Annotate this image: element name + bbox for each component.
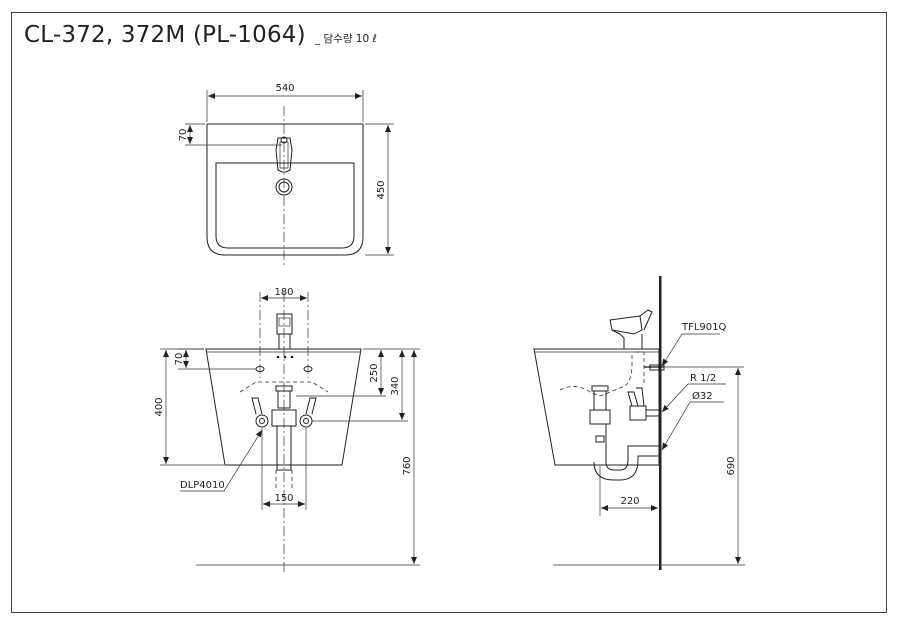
front-view: 180 70 400 250 340 760 1 bbox=[154, 287, 420, 572]
drawing-frame bbox=[11, 12, 887, 613]
dim-540-label: 540 bbox=[275, 83, 294, 94]
dim-220-label: 220 bbox=[620, 496, 639, 507]
model-title: CL-372, 372M (PL-1064) bbox=[24, 22, 306, 48]
drain-leader-line bbox=[180, 429, 263, 492]
dim-450-label: 450 bbox=[376, 180, 387, 199]
dim-70-top-label: 70 bbox=[178, 129, 189, 142]
top-view: 540 450 70 bbox=[178, 83, 394, 265]
side-view: TFL901Q R 1/2 Ø32 220 690 bbox=[533, 276, 745, 570]
basin-outline bbox=[206, 123, 364, 256]
thread-leader-line bbox=[661, 383, 726, 413]
dim-400-label: 400 bbox=[154, 397, 165, 416]
drain-trap-front bbox=[251, 385, 317, 490]
dim-150-label: 150 bbox=[274, 493, 293, 504]
valve-leader-line bbox=[661, 333, 720, 367]
thread-label: R 1/2 bbox=[690, 373, 716, 384]
capacity-note: _ 담수량 10 ℓ bbox=[314, 33, 377, 45]
dim-180-label: 180 bbox=[274, 287, 293, 298]
valve-label: TFL901Q bbox=[681, 322, 727, 333]
front-basin-outline bbox=[205, 348, 362, 466]
pipe-label: Ø32 bbox=[692, 390, 713, 402]
angle-valve-icon bbox=[627, 387, 659, 421]
faucet-side-icon bbox=[609, 309, 653, 350]
title-block: CL-372, 372M (PL-1064) _ 담수량 10 ℓ bbox=[24, 22, 377, 48]
dim-340-label: 340 bbox=[390, 376, 401, 395]
wall-line bbox=[659, 276, 662, 570]
dim-760-label: 760 bbox=[402, 456, 413, 475]
bowl-outline bbox=[215, 162, 355, 249]
drain-trap-side bbox=[589, 385, 660, 481]
dim-70-front-label: 70 bbox=[174, 353, 185, 366]
dim-250-label: 250 bbox=[369, 363, 380, 382]
side-basin-outline bbox=[533, 348, 660, 466]
faucet-front-icon bbox=[276, 313, 294, 359]
pipe-leader-line bbox=[661, 401, 724, 451]
dim-690-label: 690 bbox=[726, 456, 737, 475]
drain-label: DLP4010 bbox=[180, 480, 225, 491]
